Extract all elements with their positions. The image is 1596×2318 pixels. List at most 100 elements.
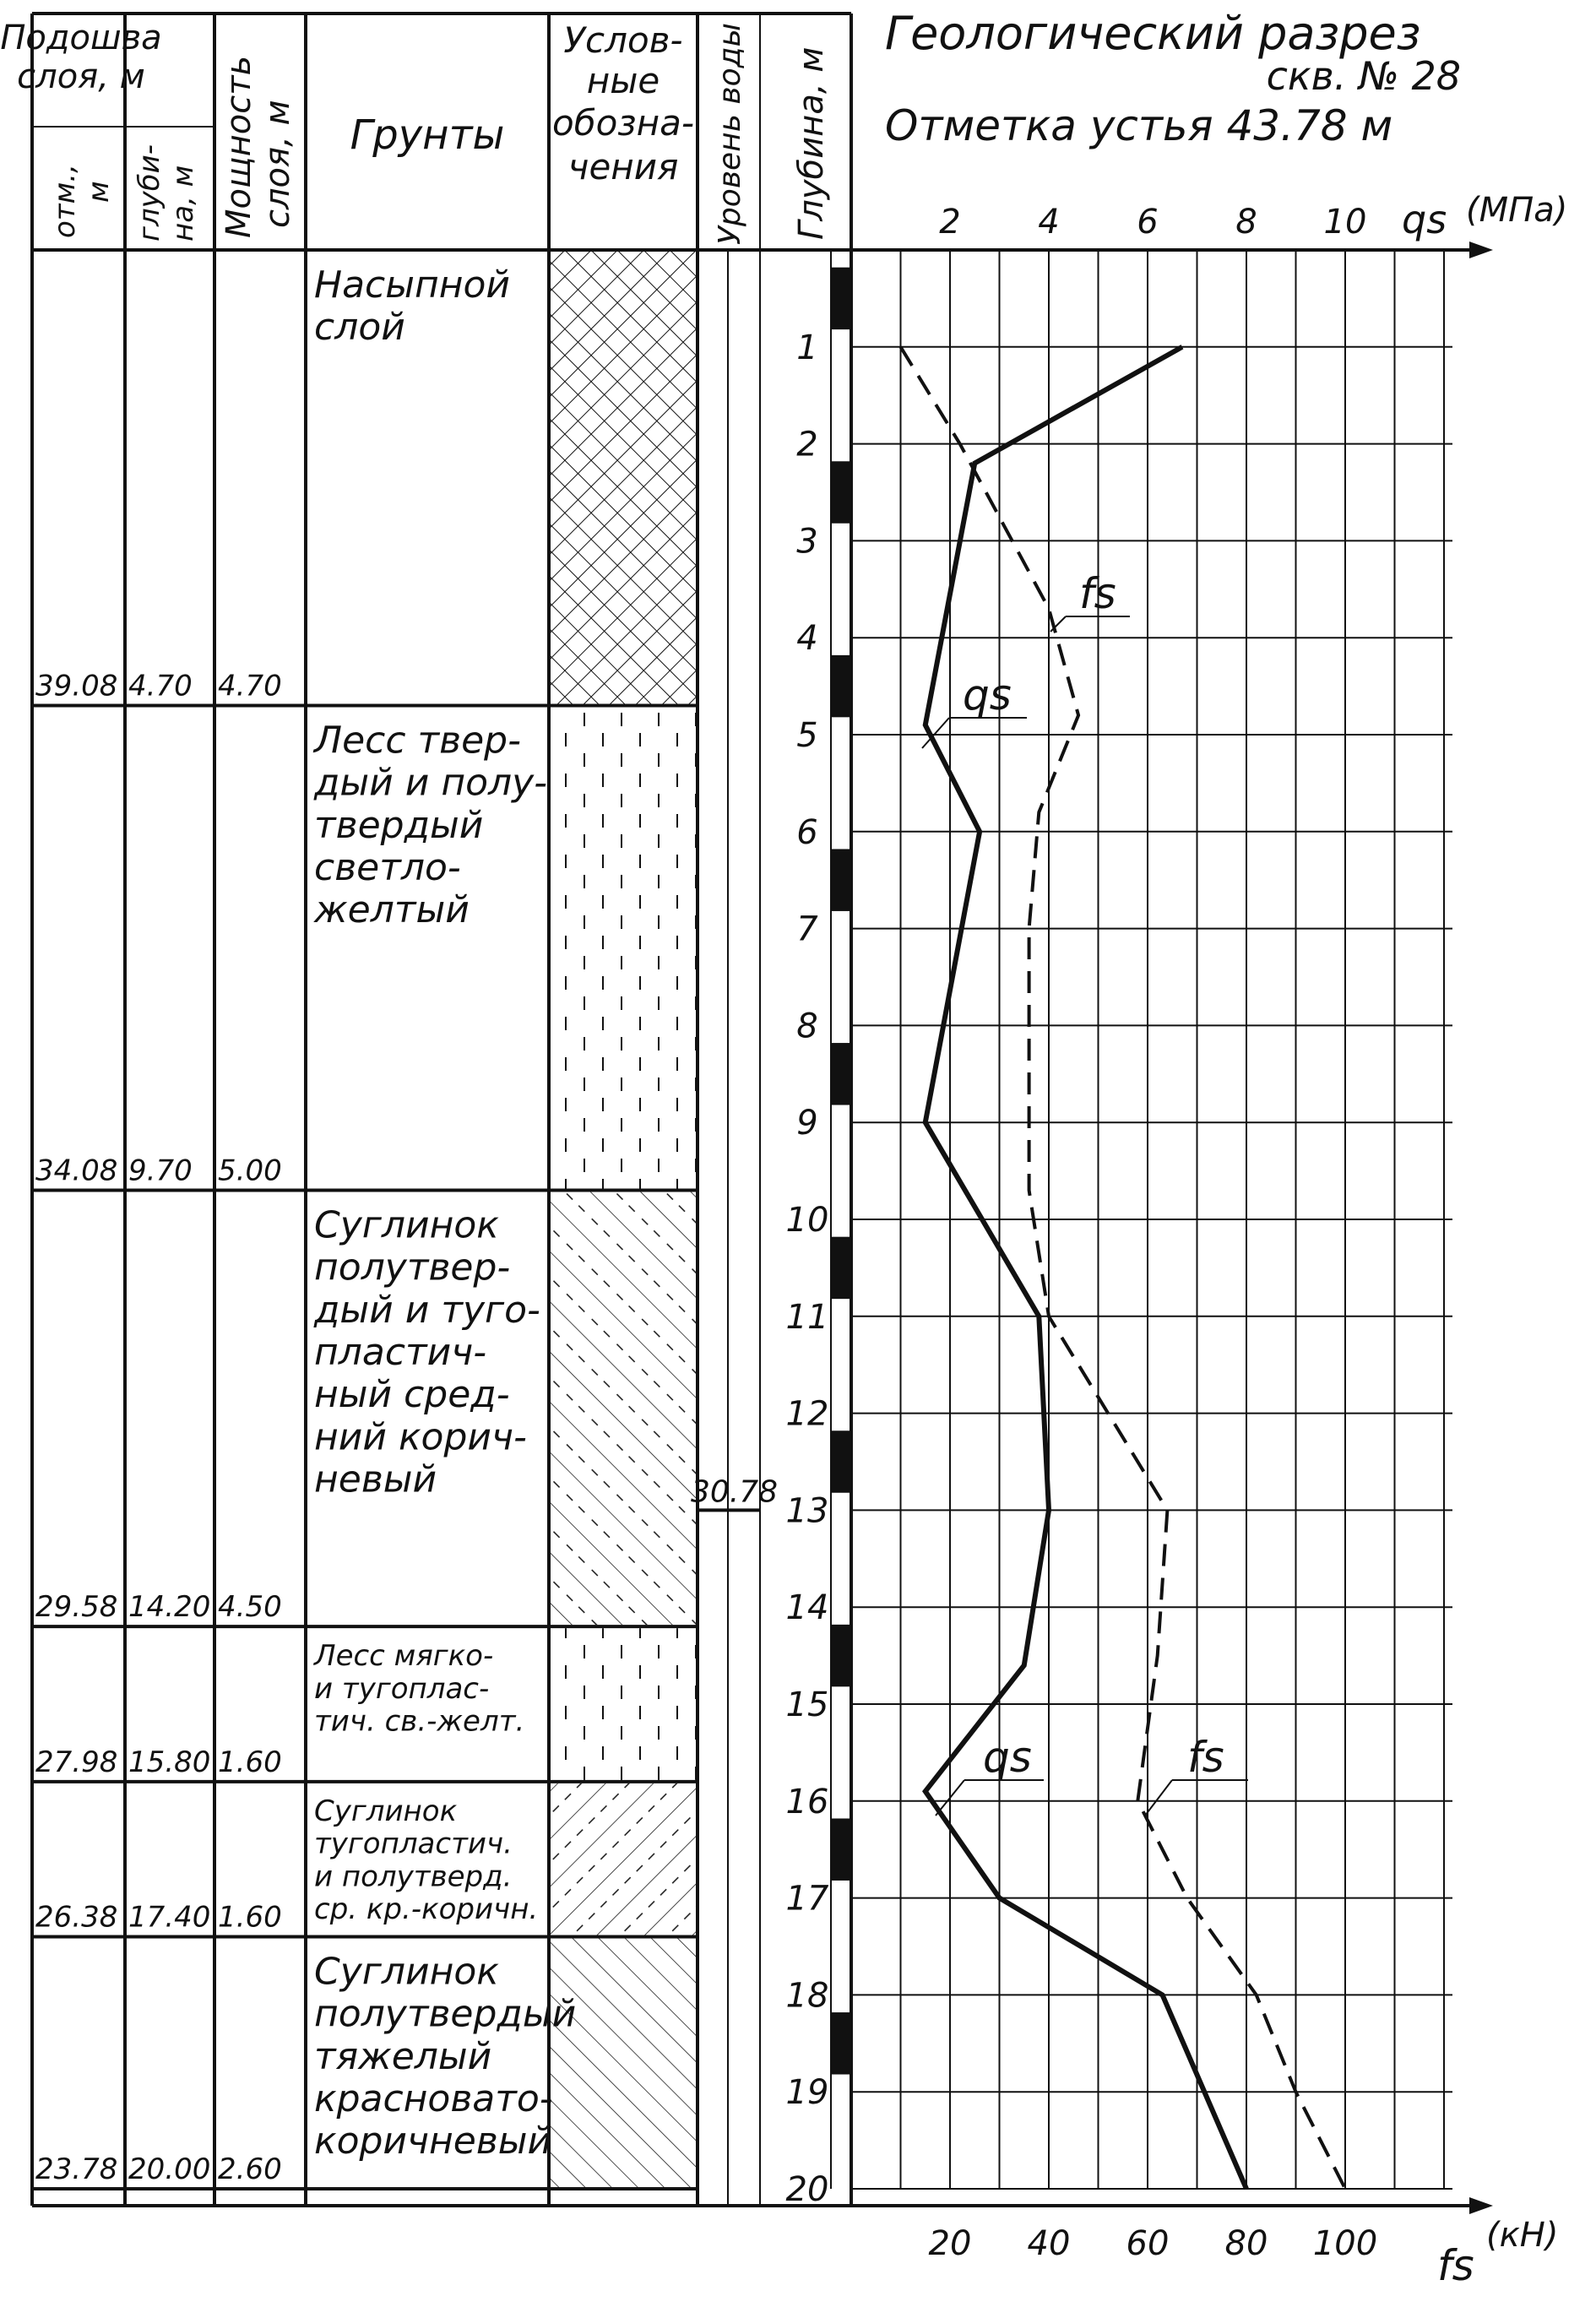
soil-name-line: Насыпной xyxy=(314,263,510,307)
layer-base-elevation: 34.08 xyxy=(35,1154,117,1188)
depth-ruler-bar xyxy=(831,849,851,910)
bottom-axis-tick-label: 20 xyxy=(929,2224,972,2263)
layer-thickness: 1.60 xyxy=(218,1901,282,1935)
header-thickness: слоя, м xyxy=(258,100,297,228)
soil-name-line: ср. кр.-коричн. xyxy=(314,1892,538,1926)
soil-name-line: Суглинок xyxy=(314,1204,499,1247)
depth-tick-label: 13 xyxy=(786,1491,829,1530)
layer-thickness: 2.60 xyxy=(218,2152,282,2186)
soil-name-line: и полутверд. xyxy=(314,1859,512,1893)
depth-tick-label: 1 xyxy=(796,328,817,367)
layer-thickness: 4.50 xyxy=(218,1590,282,1624)
soil-name-line: красновато- xyxy=(314,2077,553,2120)
borehole-number: скв. № 28 xyxy=(1267,53,1461,99)
depth-tick-label: 18 xyxy=(786,1976,829,2015)
annotation-fs-upper: fs xyxy=(1079,569,1116,618)
depth-ruler-bar xyxy=(831,1625,851,1686)
top-axis-label: (МПа) xyxy=(1466,191,1567,230)
layer-base-elevation: 23.78 xyxy=(35,2152,117,2186)
top-axis-tick-label: 6 xyxy=(1137,203,1158,242)
soil-name-line: полутвердый xyxy=(314,1993,576,2036)
depth-ruler-bar xyxy=(831,1818,851,1880)
header-legend: обозна- xyxy=(552,102,694,144)
depth-ruler-bar xyxy=(831,655,851,717)
soil-name-line: тич. св.-желт. xyxy=(314,1705,524,1739)
bottom-axis-tick-label: 60 xyxy=(1126,2224,1170,2263)
depth-ruler-bar xyxy=(831,1043,851,1105)
legend-pattern-hatch-wide xyxy=(551,1192,696,1626)
layer-thickness: 1.60 xyxy=(218,1745,282,1779)
soil-name-line: ный сред- xyxy=(314,1373,510,1416)
layer-base-elevation: 39.08 xyxy=(35,670,117,703)
legend-pattern-loess xyxy=(551,708,696,1189)
annotation-fs-lower: fs xyxy=(1187,1733,1224,1782)
header-thickness: Мощность xyxy=(220,56,258,238)
depth-tick-label: 12 xyxy=(786,1395,829,1434)
annotation-qs-lower: qs xyxy=(983,1733,1032,1782)
soil-name-line: твердый xyxy=(314,804,483,847)
soil-name-line: светло- xyxy=(314,846,461,889)
top-axis-tick-label: 10 xyxy=(1324,203,1367,242)
top-axis-label: qs xyxy=(1402,197,1447,242)
series-line-fs xyxy=(901,347,1346,2189)
legend-pattern-loess xyxy=(551,1628,696,1780)
depth-tick-label: 17 xyxy=(786,1880,829,1919)
soil-name-line: тугопластич. xyxy=(314,1827,513,1861)
soil-name-line: Суглинок xyxy=(314,1794,458,1828)
drawing-title: Геологический разрез xyxy=(885,7,1420,60)
soil-name-line: дый и туго- xyxy=(313,1289,540,1332)
header-depth-scale: Глубина, м xyxy=(792,47,831,240)
chart-series xyxy=(900,347,1345,2189)
annotation-leader xyxy=(1145,1780,1172,1816)
depth-tick-label: 14 xyxy=(786,1588,829,1627)
bottom-axis-label: (кН) xyxy=(1486,2216,1558,2255)
header-soils: Грунты xyxy=(350,111,505,159)
header-depth: глуби- xyxy=(133,144,166,242)
soil-layers xyxy=(551,252,696,2187)
soil-name-line: и тугоплас- xyxy=(314,1672,489,1706)
depth-ruler-bar xyxy=(831,1237,851,1299)
top-axis-tick-label: 8 xyxy=(1235,203,1257,242)
depth-tick-label: 19 xyxy=(786,2073,829,2112)
depth-tick-label: 11 xyxy=(786,1298,829,1337)
water-level-elevation: 30.78 xyxy=(691,1474,778,1509)
bottom-axis-tick-label: 40 xyxy=(1028,2224,1071,2263)
soil-name-line: дый и полу- xyxy=(313,762,547,805)
depth-tick-label: 15 xyxy=(786,1686,829,1724)
legend-pattern-hatch-dense xyxy=(551,1939,696,2187)
depth-tick-label: 2 xyxy=(796,426,817,464)
header-legend: Услов- xyxy=(563,19,682,61)
depth-tick-label: 8 xyxy=(796,1007,817,1045)
soil-name-line: ний корич- xyxy=(314,1415,527,1458)
header-elevation: м xyxy=(82,181,116,203)
header-legend: чения xyxy=(568,146,679,187)
annotation-qs-upper: qs xyxy=(963,670,1012,719)
depth-ruler-bar xyxy=(831,461,851,523)
layer-base-elevation: 29.58 xyxy=(35,1590,117,1624)
depth-ruler-bar xyxy=(831,2012,851,2074)
header-legend: ные xyxy=(587,60,660,101)
collar-elevation: Отметка устья 43.78 м xyxy=(885,101,1392,150)
depth-tick-label: 10 xyxy=(786,1201,829,1240)
soil-name-line: тяжелый xyxy=(314,2035,491,2078)
legend-pattern-crosshatch xyxy=(551,252,696,704)
soil-name-line: невый xyxy=(314,1458,437,1501)
soil-name-line: пластич- xyxy=(314,1331,486,1374)
layer-thickness: 5.00 xyxy=(218,1154,282,1188)
layer-thickness: 4.70 xyxy=(218,670,282,703)
soil-name-line: полутвер- xyxy=(314,1246,510,1289)
layer-base-elevation: 27.98 xyxy=(35,1745,117,1779)
layer-base-depth: 9.70 xyxy=(128,1154,193,1188)
depth-tick-label: 20 xyxy=(786,2170,829,2209)
header-elevation: отм., xyxy=(48,164,82,238)
depth-tick-label: 3 xyxy=(796,522,817,561)
soil-name-line: коричневый xyxy=(314,2120,551,2163)
soil-name-line: Суглинок xyxy=(314,1951,499,1994)
depth-tick-label: 7 xyxy=(796,910,818,949)
depth-ruler-bar xyxy=(831,268,851,329)
layer-base-depth: 14.20 xyxy=(128,1590,210,1624)
soil-name-line: Лесс твер- xyxy=(312,719,521,763)
